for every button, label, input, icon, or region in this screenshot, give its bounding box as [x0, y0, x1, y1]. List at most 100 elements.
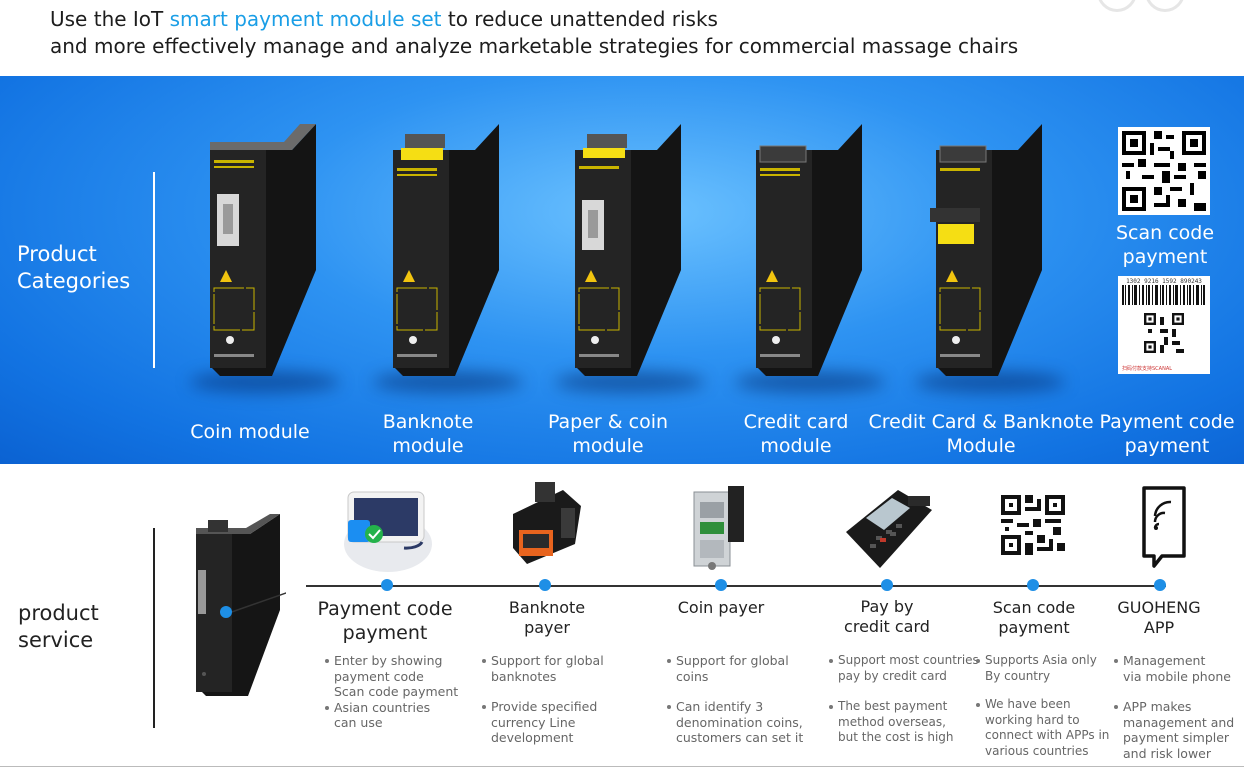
payment-device-image [196, 514, 286, 696]
bullet-line: Support for global [491, 653, 604, 668]
category-label-line: Module [946, 435, 1016, 457]
bullet-line: development [491, 730, 574, 745]
device-shadow [373, 371, 523, 393]
bullet-line: banknotes [491, 668, 557, 684]
credit-card-banknote-module-image [930, 124, 1042, 376]
bullet-item: Support for global coins [666, 653, 816, 684]
device-shadow [915, 371, 1065, 393]
bullet-item: The best payment method overseas, but th… [828, 699, 988, 746]
divider-line [153, 528, 155, 728]
service-bullets-banknote: Support for global banknotes Provide spe… [481, 653, 631, 746]
category-label-line: Banknote [382, 411, 474, 433]
service-label-payment-code: Payment code payment [305, 597, 465, 645]
scan-code-qr-icon [1001, 495, 1065, 555]
service-label-line: Scan code [992, 598, 1076, 617]
qr-code-icon [1118, 127, 1210, 215]
bullet-line: connect with APPs in [985, 728, 1110, 742]
bullet-item: Support most countries pay by credit car… [828, 653, 988, 684]
device-shadow [190, 371, 340, 393]
service-bullets-scan-code: Supports Asia only By country We have be… [975, 653, 1115, 759]
coin-module-image [210, 124, 316, 376]
service-label-coin: Coin payer [660, 598, 782, 618]
scan-code-label-line: Scan code [1115, 222, 1215, 244]
bullet-item: Enter by showing payment code Scan code … [324, 653, 474, 700]
bullet-item: We have been working hard to connect wit… [975, 697, 1115, 759]
bullet-line: denomination coins, [676, 714, 803, 730]
receipt-code: 1302 9216 1592 890243 [1126, 278, 1202, 285]
service-label-line: credit card [844, 617, 930, 636]
headline-line-2: and more effectively manage and analyze … [50, 34, 1019, 58]
product-categories-banner: Product Categories [0, 76, 1244, 464]
small-qr-icon [1144, 313, 1184, 353]
timeline-dot [1154, 579, 1166, 591]
bullet-line: Scan code payment [334, 684, 459, 699]
service-title-line: service [18, 628, 94, 652]
bullet-line: Support for global [676, 653, 789, 668]
category-label-line: Coin module [190, 421, 310, 443]
banknote-module-image [393, 124, 499, 376]
scan-code-label: Scan code payment [1100, 221, 1230, 269]
bullet-item: Asian countries can use [324, 700, 474, 731]
credit-card-module-image [756, 124, 862, 376]
categories-title-line: Product [17, 242, 97, 266]
bullet-line: pay by credit card [838, 668, 947, 683]
timeline-dot [381, 579, 393, 591]
bullet-line: Asian countries [334, 699, 431, 715]
category-label-line: Payment code [1099, 411, 1235, 433]
service-bullets-app: Management via mobile phone APP makes ma… [1113, 653, 1244, 761]
headline-text: to reduce unattended risks [441, 7, 718, 31]
category-label-line: payment [1124, 435, 1210, 457]
mobile-app-icon [1142, 486, 1186, 568]
coin-payer-icon [693, 486, 744, 570]
scan-code-label-line: payment [1122, 246, 1208, 268]
category-label-line: module [572, 435, 644, 457]
card-terminal-icon [846, 490, 932, 568]
category-label-line: Credit Card & Banknote [868, 411, 1094, 433]
service-label-line: payer [524, 618, 570, 637]
service-label-line: Pay by [860, 597, 914, 616]
bullet-line: Enter by showing [334, 653, 443, 668]
bullet-line: but the cost is high [838, 730, 954, 744]
service-label-line: GUOHENG [1117, 598, 1201, 617]
bullet-line: and risk lower [1123, 745, 1212, 761]
device-pointer-dot [220, 606, 232, 618]
category-label-credit-card-banknote: Credit Card & Banknote Module [866, 410, 1096, 458]
bullet-line: Support most countries [838, 653, 979, 667]
service-label-line: Coin payer [677, 598, 765, 617]
category-label-credit-card: Credit card module [718, 410, 874, 458]
bullet-item: Can identify 3 denomination coins, custo… [666, 699, 816, 746]
service-label-scan-code: Scan code payment [974, 598, 1094, 638]
bullet-line: can use [334, 715, 383, 730]
headline-text: Use the IoT [50, 7, 170, 31]
service-label-line: Banknote [508, 598, 586, 617]
timeline-dot [715, 579, 727, 591]
service-timeline [306, 585, 1166, 587]
category-label-paper-coin: Paper & coin module [530, 410, 686, 458]
bullet-line: payment simpler [1123, 730, 1230, 745]
categories-title-line: Categories [17, 269, 131, 293]
service-bullets-payment-code: Enter by showing payment code Scan code … [324, 653, 474, 731]
receipt-footnote: 扫码付款支持SCANAL [1122, 366, 1173, 372]
device-shadow [555, 371, 705, 393]
category-label-payment-code: Payment code payment [1096, 410, 1238, 458]
category-label-line: module [760, 435, 832, 457]
decor-circle [1097, 0, 1137, 12]
bullet-line: payment code [334, 668, 424, 684]
service-label-line: Payment code [317, 598, 453, 620]
bullet-line: The best payment [838, 699, 948, 713]
service-label-banknote: Banknote payer [485, 598, 609, 638]
banknote-payer-icon [513, 482, 581, 564]
bullet-item: Supports Asia only By country [975, 653, 1115, 684]
headline: Use the IoT smart payment module set to … [50, 6, 1018, 60]
bullet-line: management and [1123, 714, 1235, 730]
bullet-line: APP makes [1123, 699, 1192, 714]
service-label-line: payment [998, 618, 1070, 637]
service-title: product service [18, 600, 99, 654]
bullet-line: Supports Asia only [985, 653, 1097, 667]
timeline-dot [1027, 579, 1039, 591]
bullet-item: Management via mobile phone [1113, 653, 1244, 684]
service-bullets-credit-card: Support most countries pay by credit car… [828, 653, 988, 746]
payment-code-scanner-icon [344, 491, 432, 572]
timeline-dot [539, 579, 551, 591]
paper-coin-module-image [575, 124, 681, 376]
